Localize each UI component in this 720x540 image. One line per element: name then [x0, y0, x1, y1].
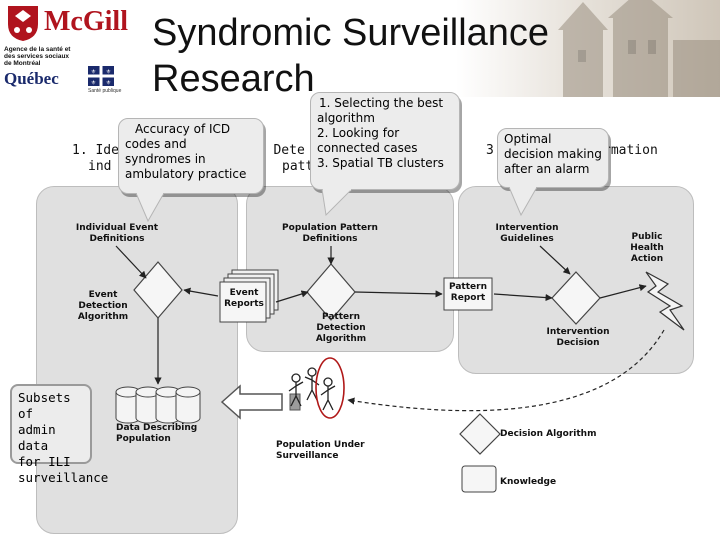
section-1-heading: 1. Ide ind [72, 143, 119, 175]
pattern-detection-algorithm-label: Pattern Detection Algorithm [315, 312, 367, 344]
mcgill-logo-text: McGill [44, 6, 128, 37]
callout-accuracy: Accuracy of ICD codes and syndromes in a… [118, 118, 264, 228]
castle-photo [133, 0, 720, 97]
individual-event-definitions: Individual Event Definitions [75, 223, 159, 244]
svg-text:⚜: ⚜ [91, 80, 96, 87]
pattern-report-box [443, 277, 493, 311]
intervention-decision-diamond [551, 271, 601, 325]
section-2-line-2: patt [282, 159, 314, 174]
event-reports-stack [219, 269, 279, 323]
agence-text: Agence de la santé et des services socia… [4, 46, 71, 67]
pattern-report-label: Pattern Report [449, 282, 487, 303]
callout-selecting: 1. Selecting the best algorithm 2. Looki… [310, 92, 460, 232]
population-pattern-definitions: Population Pattern Definitions [282, 223, 378, 244]
svg-text:⚜: ⚜ [106, 80, 111, 87]
block-arrow-left [220, 384, 301, 420]
legend-knowledge-box [461, 465, 497, 493]
slide-title: Syndromic Surveillance Research [152, 10, 549, 102]
section-1-line-1: 1. Ide [72, 143, 119, 158]
sante-publique-text: Santé publique [88, 88, 122, 94]
callout-optimal: Optimal decision making after an alarm [497, 128, 609, 220]
panel-individual [36, 186, 238, 534]
population-under-surveillance-label: Population Under Surveillance [276, 440, 365, 461]
svg-text:⚜: ⚜ [106, 69, 111, 76]
intervention-guidelines: Intervention Guidelines [495, 223, 559, 244]
legend-decision-algorithm-label: Decision Algorithm [500, 429, 597, 439]
legend-knowledge-label: Knowledge [500, 477, 557, 487]
highlight-ring [315, 357, 345, 419]
logo-area: McGill Agence de la santé et des service… [0, 0, 133, 97]
mcgill-crest-icon [8, 6, 38, 41]
callout-accuracy-pointer [135, 193, 165, 223]
lightning-bolt [645, 271, 685, 331]
pattern-detection-diamond [306, 263, 356, 321]
callout-optimal-pointer [508, 187, 538, 217]
section-3-heading-start: 3 [486, 143, 494, 158]
data-describing-population-label: Data Describing Population [116, 423, 198, 444]
quebec-logo-text: Québec [4, 69, 59, 88]
quebec-flag-icon: ⚜ ⚜ ⚜ ⚜ [88, 66, 114, 86]
public-health-action: Public Health Action [630, 232, 664, 264]
subsets-admin-data-box: Subsets of admin data for ILI surveillan… [10, 384, 108, 485]
section-1-line-2: ind [88, 159, 112, 174]
intervention-decision-label: Intervention Decision [546, 327, 610, 348]
panel-population [246, 186, 454, 352]
title-line-1: Syndromic Surveillance [152, 12, 550, 54]
event-detection-diamond [133, 261, 183, 319]
event-reports-label: Event Reports [224, 288, 264, 309]
callout-selecting-pointer [321, 189, 353, 217]
event-detection-algorithm-label: Event Detection Algorithm [77, 290, 129, 322]
title-line-2: Research [152, 58, 315, 100]
legend-diamond [459, 413, 501, 455]
data-cylinders [115, 386, 201, 424]
section-3-heading-end: rmation [603, 143, 658, 158]
svg-text:⚜: ⚜ [91, 69, 96, 76]
